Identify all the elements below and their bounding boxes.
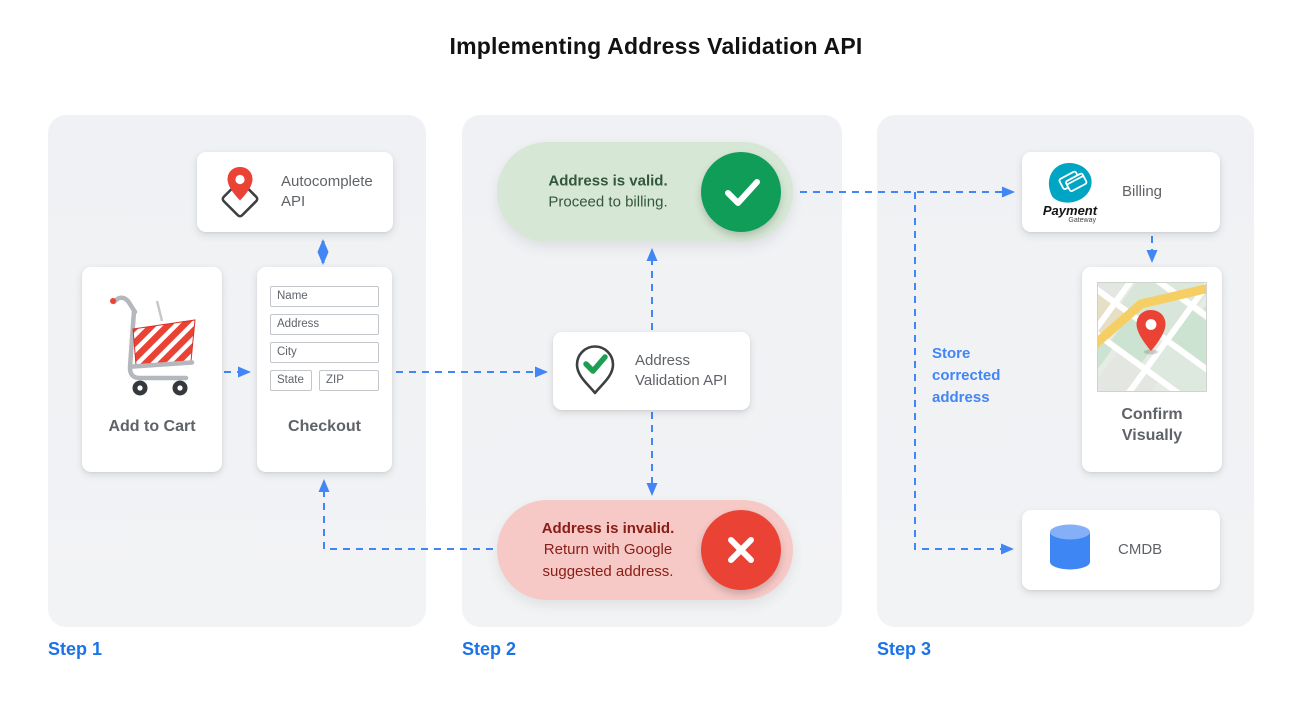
address-valid-text: Address is valid. Proceed to billing. xyxy=(525,171,691,214)
add-to-cart-node: Add to Cart xyxy=(82,267,222,472)
payment-gateway-logo-subtitle: Gateway xyxy=(1068,216,1096,224)
address-valid-title: Address is valid. xyxy=(548,172,668,190)
state-field: State xyxy=(270,370,312,391)
autocomplete-api-node: Autocomplete API xyxy=(197,152,393,232)
store-corrected-address-note: Store corrected address xyxy=(932,345,1001,406)
address-invalid-title: Address is invalid. xyxy=(541,520,675,538)
add-to-cart-label: Add to Cart xyxy=(108,418,196,436)
address-valid-pill: Address is valid. Proceed to billing. xyxy=(497,142,793,242)
shopping-cart-icon xyxy=(100,289,204,406)
confirm-visually-node: Confirm Visually xyxy=(1040,218,1263,472)
map-thumbnail xyxy=(1040,218,1263,428)
pin-check-icon xyxy=(569,341,621,402)
map-pin-diamond-icon xyxy=(213,162,267,223)
check-circle-icon xyxy=(701,152,781,232)
address-validation-api-node: Address Validation API xyxy=(553,332,750,410)
cmdb-label: CMDB xyxy=(1118,541,1163,559)
payment-gateway-logo-title: Payment xyxy=(1042,202,1098,218)
zip-field: ZIP xyxy=(319,370,379,391)
cmdb-node: CMDB xyxy=(1022,510,1220,590)
database-icon xyxy=(1046,522,1094,579)
autocomplete-api-label: Autocomplete API xyxy=(281,173,373,210)
name-field: Name xyxy=(270,286,379,307)
billing-label: Billing xyxy=(1122,183,1163,201)
confirm-visually-label: Confirm Visually xyxy=(1121,406,1183,445)
step3-label: Step 3 xyxy=(877,639,932,659)
x-circle-icon xyxy=(701,510,781,590)
checkout-node: Name Address City State ZIP Checkout xyxy=(257,267,392,472)
address-invalid-subtitle: Return with Google suggested address. xyxy=(542,541,674,580)
payment-gateway-logo: Payment Gateway xyxy=(1038,159,1102,225)
page-title: Implementing Address Validation API xyxy=(449,33,863,59)
checkout-label: Checkout xyxy=(288,418,361,436)
address-invalid-pill: Address is invalid. Return with Google s… xyxy=(497,500,793,600)
address-valid-subtitle: Proceed to billing. xyxy=(548,194,668,211)
address-invalid-text: Address is invalid. Return with Google s… xyxy=(525,518,691,582)
step1-label: Step 1 xyxy=(48,639,103,659)
address-field: Address xyxy=(270,314,379,335)
city-field: City xyxy=(270,342,379,363)
address-validation-api-label: Address Validation API xyxy=(635,352,728,389)
billing-node: Payment Gateway Billing xyxy=(1022,152,1220,232)
step2-label: Step 2 xyxy=(462,639,517,659)
